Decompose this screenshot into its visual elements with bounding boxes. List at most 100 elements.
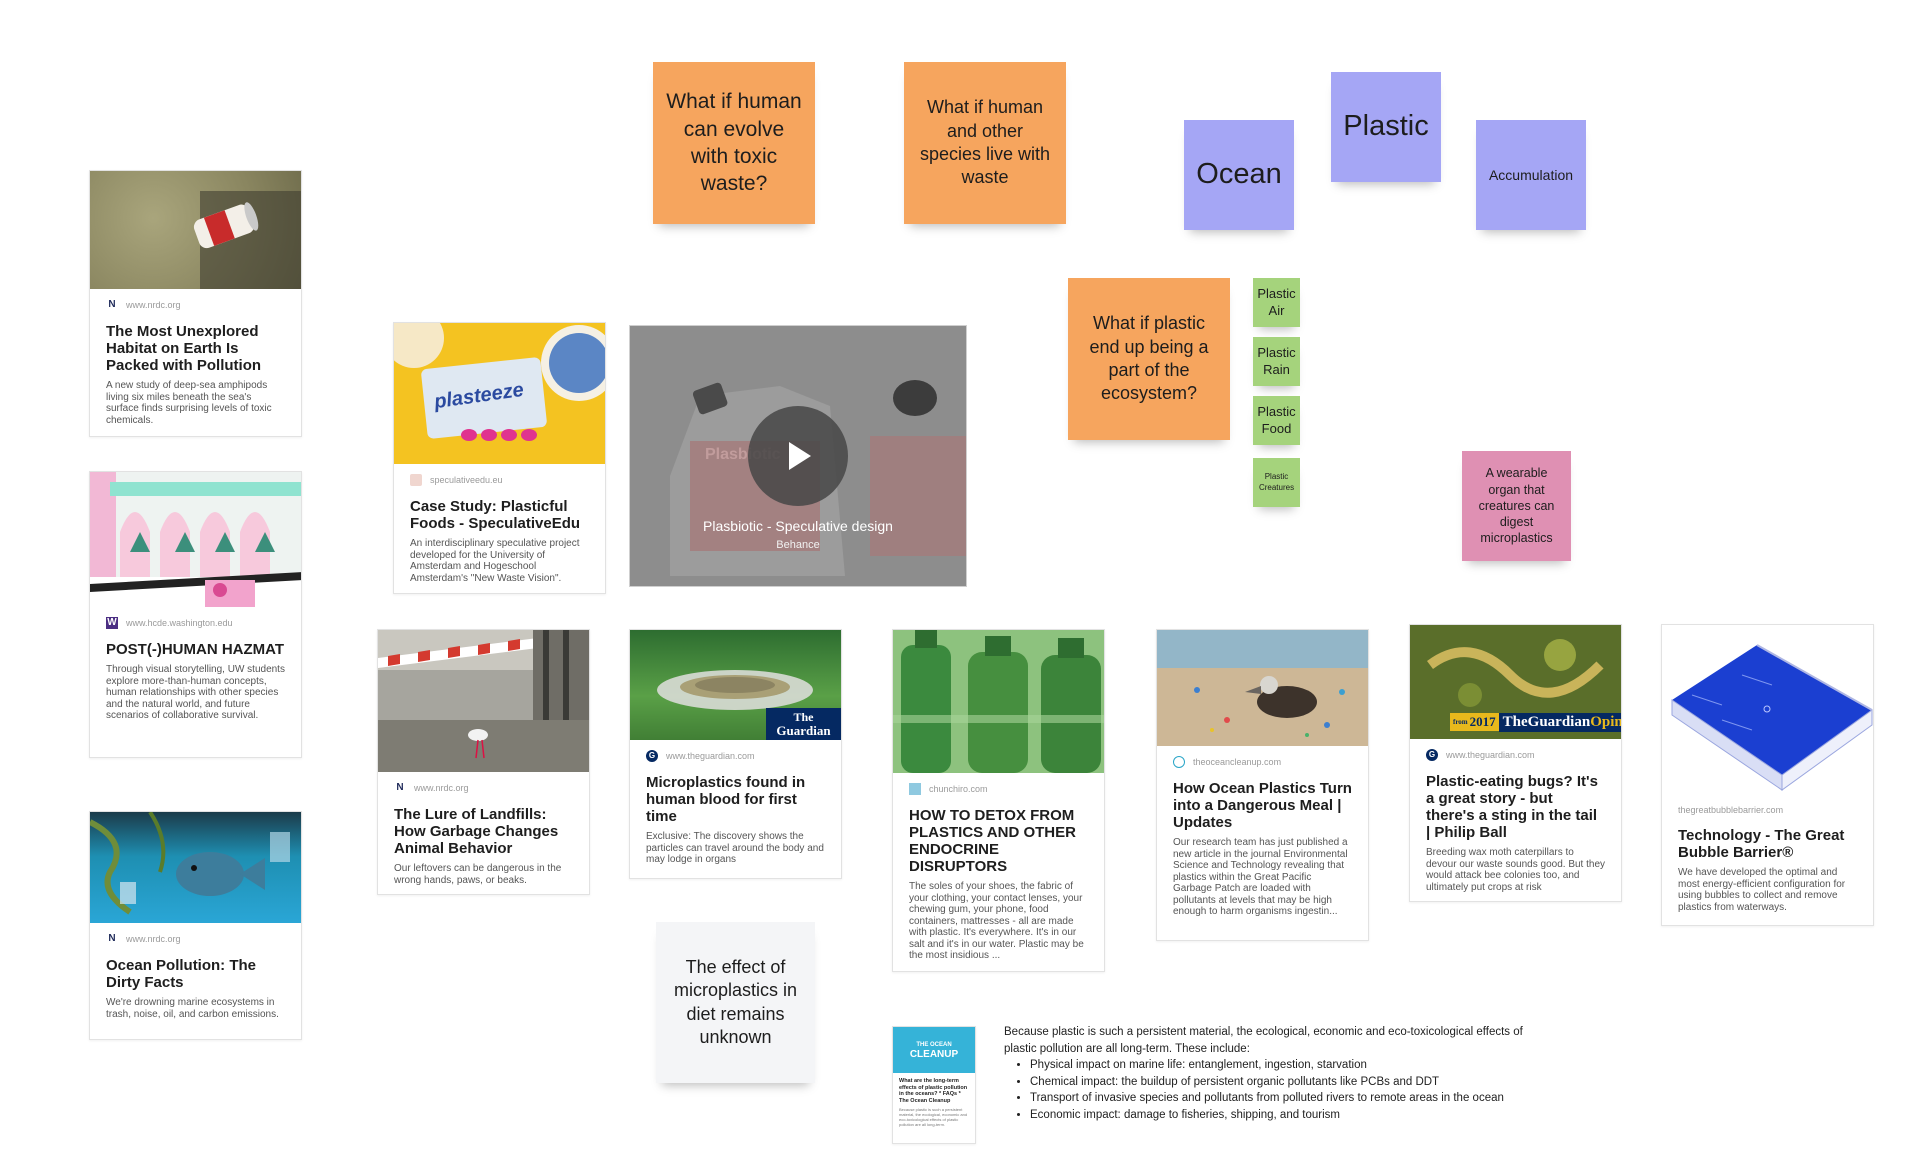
logo-line1: THE OCEAN <box>916 1042 952 1048</box>
sticky-text: Accumulation <box>1488 166 1574 183</box>
card-description: Our research team has just published a n… <box>1173 837 1348 917</box>
card-description: The soles of your shoes, the fabric of y… <box>909 881 1084 961</box>
thumbnail-landfill-stork <box>378 630 589 772</box>
card-title: Microplastics found in human blood for f… <box>646 774 806 825</box>
dish-illustration <box>657 670 813 710</box>
fish-illustration <box>90 812 290 915</box>
thumbnail-wax-moth: from 2017 TheGuardianOpinions <box>1410 625 1621 739</box>
source-row: chunchiro.com <box>909 783 1088 795</box>
oceancleanup-favicon-icon <box>1173 756 1185 768</box>
link-card-detox-plastics[interactable]: chunchiro.com HOW TO DETOX FROM PLASTICS… <box>892 629 1105 972</box>
sticky-plastic-air[interactable]: Plastic Air <box>1253 278 1300 327</box>
source-url: www.theguardian.com <box>666 751 755 761</box>
effects-list-item: Transport of invasive species and pollut… <box>1030 1090 1524 1107</box>
source-url: www.nrdc.org <box>126 300 181 310</box>
source-url: www.nrdc.org <box>126 934 181 944</box>
source-url: theoceancleanup.com <box>1193 757 1282 767</box>
card-title: The Lure of Landfills: How Garbage Chang… <box>394 806 559 857</box>
text-block-long-term-effects[interactable]: Because plastic is such a persistent mat… <box>1004 1024 1524 1123</box>
hazmat-illustration <box>90 472 301 607</box>
link-card-ocean-plastics-meal[interactable]: theoceancleanup.com How Ocean Plastics T… <box>1156 629 1369 941</box>
link-card-microplastics-blood[interactable]: The Guardian G www.theguardian.com Micro… <box>629 629 842 879</box>
sticky-plastic[interactable]: Plastic <box>1331 72 1441 182</box>
sticky-evolve-toxic-waste[interactable]: What if human can evolve with toxic wast… <box>653 62 815 224</box>
nrdc-logo-icon: N <box>108 299 116 310</box>
guardian-opinions-badge: from 2017 TheGuardianOpinions <box>1450 711 1621 733</box>
video-card-plasbiotic[interactable]: Plasbiotic Plasbiotic - Speculative desi… <box>629 325 967 587</box>
doc-card-ocean-cleanup[interactable]: THE OCEAN CLEANUP What are the long-term… <box>892 1026 976 1144</box>
source-url: thegreatbubblebarrier.com <box>1678 805 1784 815</box>
sticky-text: The effect of microplastics in diet rema… <box>673 956 798 1047</box>
source-row: N www.nrdc.org <box>394 782 573 794</box>
card-title: How Ocean Plastics Turn into a Dangerous… <box>1173 780 1352 831</box>
source-row: theoceancleanup.com <box>1173 756 1352 768</box>
ocean-cleanup-logo: THE OCEAN CLEANUP <box>893 1027 975 1073</box>
chunchiro-favicon-icon <box>909 783 921 795</box>
source-url: www.theguardian.com <box>1446 750 1535 760</box>
doc-title: What are the long-term effects of plasti… <box>899 1078 968 1104</box>
sticky-plastic-food[interactable]: Plastic Food <box>1253 396 1300 445</box>
sticky-accumulation[interactable]: Accumulation <box>1476 120 1586 230</box>
link-card-plastic-eating-bugs[interactable]: from 2017 TheGuardianOpinions G www.theg… <box>1409 624 1622 902</box>
nrdc-logo-icon: N <box>108 933 116 944</box>
source-url: www.hcde.washington.edu <box>126 618 233 628</box>
sticky-part-of-ecosystem[interactable]: What if plastic end up being a part of t… <box>1068 278 1230 440</box>
link-card-unexplored-habitat[interactable]: N www.nrdc.org The Most Unexplored Habit… <box>89 170 302 437</box>
effects-list-item: Economic impact: damage to fisheries, sh… <box>1030 1107 1524 1124</box>
guardian-logo-line1: The <box>793 710 814 724</box>
card-description: A new study of deep-sea amphipods living… <box>106 380 272 426</box>
nrdc-logo-icon: N <box>396 782 404 793</box>
video-title: Plasbiotic - Speculative design <box>703 518 893 534</box>
card-description: We're drowning marine ecosystems in tras… <box>106 997 279 1020</box>
sticky-ocean[interactable]: Ocean <box>1184 120 1294 230</box>
card-description: Through visual storytelling, UW students… <box>106 664 285 721</box>
sticky-plastic-rain[interactable]: Plastic Rain <box>1253 337 1300 386</box>
source-url: chunchiro.com <box>929 784 988 794</box>
thumbnail-hazmat-illustration <box>90 472 301 607</box>
sticky-live-with-waste[interactable]: What if human and other species live wit… <box>904 62 1066 224</box>
logo-line2: CLEANUP <box>909 1049 959 1060</box>
card-title: Technology - The Great Bubble Barrier® <box>1678 827 1845 861</box>
year-badge-year: 2017 <box>1469 714 1496 729</box>
source-row: N www.nrdc.org <box>106 933 285 945</box>
albatross-illustration <box>1157 630 1368 746</box>
card-title: Case Study: Plasticful Foods - Speculati… <box>410 498 581 532</box>
source-row: G www.theguardian.com <box>1426 749 1605 761</box>
thumbnail-bubble-barrier <box>1662 625 1873 795</box>
link-card-plasticful-foods[interactable]: plasteeze speculativeedu.eu Case Study: … <box>393 322 606 594</box>
thumbnail-green-bottles <box>893 630 1104 773</box>
thumbnail-albatross-beach <box>1157 630 1368 746</box>
sticky-wearable-organ[interactable]: A wearable organ that creatures can dige… <box>1462 451 1571 561</box>
thumbnail-plasteeze: plasteeze <box>394 323 605 464</box>
brand-opinions: Opinions <box>1590 713 1621 730</box>
card-title: The Most Unexplored Habitat on Earth Is … <box>106 323 262 374</box>
bottles-illustration <box>893 630 1104 773</box>
year-badge-prefix: from <box>1453 718 1468 726</box>
card-description: Exclusive: The discovery shows the parti… <box>646 831 824 865</box>
link-card-ocean-pollution[interactable]: N www.nrdc.org Ocean Pollution: The Dirt… <box>89 811 302 1040</box>
source-url: www.nrdc.org <box>414 783 469 793</box>
link-card-lure-of-landfills[interactable]: N www.nrdc.org The Lure of Landfills: Ho… <box>377 629 590 895</box>
link-card-great-bubble-barrier[interactable]: thegreatbubblebarrier.com Technology - T… <box>1661 624 1874 926</box>
sticky-plastic-creatures[interactable]: Plastic Creatures <box>1253 458 1300 507</box>
guardian-favicon-icon: G <box>1426 749 1438 761</box>
card-description: We have developed the optimal and most e… <box>1678 867 1846 913</box>
sticky-text: What if plastic end up being a part of t… <box>1089 313 1209 404</box>
effects-list-item: Chemical impact: the buildup of persiste… <box>1030 1074 1524 1091</box>
play-button[interactable] <box>748 406 848 506</box>
source-row: G www.theguardian.com <box>646 750 825 762</box>
text-intro: Because plastic is such a persistent mat… <box>1004 1026 1523 1055</box>
thumbnail-sea-floor-can <box>90 171 301 289</box>
sticky-effect-microplastics[interactable]: The effect of microplastics in diet rema… <box>656 922 815 1083</box>
guardian-logo: The Guardian <box>766 708 841 740</box>
plasteeze-illustration <box>394 323 605 464</box>
source-row: N www.nrdc.org <box>106 299 285 311</box>
effects-list: Physical impact on marine life: entangle… <box>1004 1057 1524 1123</box>
sticky-text: Plastic <box>1343 110 1429 143</box>
video-subtitle: Behance <box>776 539 820 551</box>
source-url: speculativeedu.eu <box>430 475 503 485</box>
link-card-posthuman-hazmat[interactable]: W www.hcde.washington.edu POST(-)HUMAN H… <box>89 471 302 758</box>
sticky-text: Plastic Air <box>1257 285 1296 318</box>
thumbnail-microplastics-dish: The Guardian <box>630 630 841 740</box>
doc-description: Because plastic is such a persistent mat… <box>899 1107 968 1127</box>
